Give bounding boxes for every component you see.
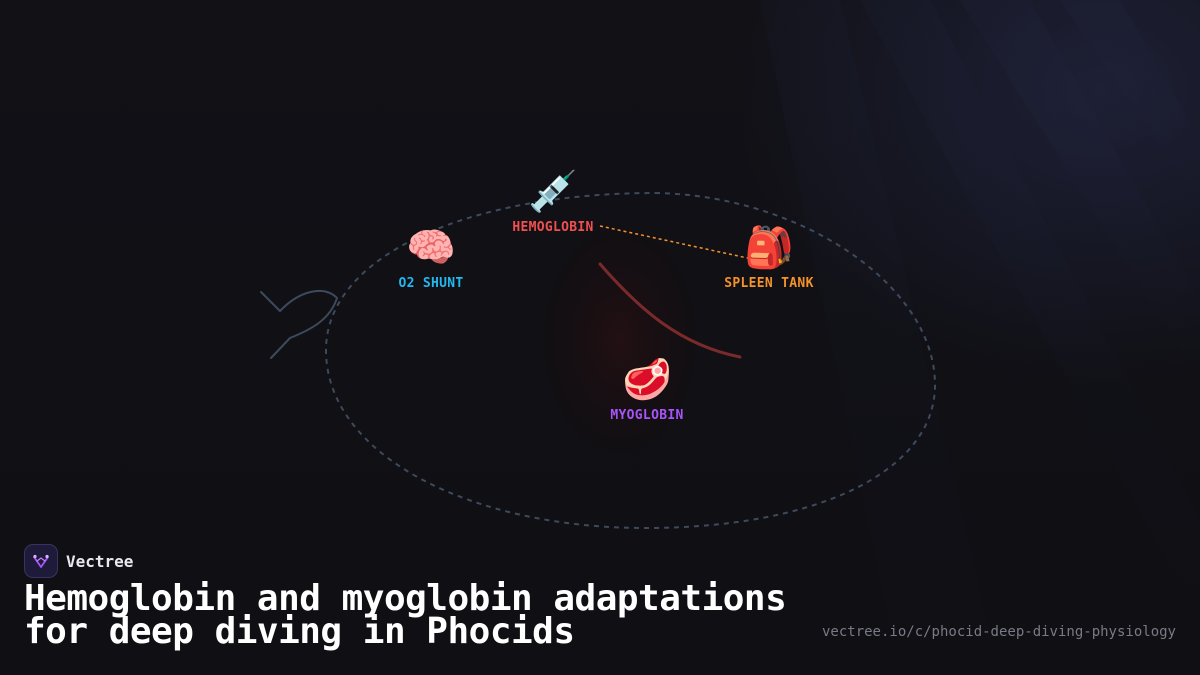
- syringe-icon: 💉: [528, 169, 578, 215]
- orbit-ring: [324, 191, 937, 530]
- node-spleen-tank[interactable]: 🎒 SPLEEN TANK: [724, 224, 813, 291]
- node-label-hemoglobin: HEMOGLOBIN: [512, 220, 594, 235]
- meat-icon: 🥩: [622, 357, 672, 403]
- node-o2-shunt[interactable]: 🧠 O2 SHUNT: [398, 224, 463, 291]
- link-hemoglobin-spleen: [599, 225, 753, 260]
- node-label-o2-shunt: O2 SHUNT: [398, 276, 464, 291]
- flipper-outline: [260, 289, 338, 359]
- node-label-spleen-tank: SPLEEN TANK: [724, 276, 814, 291]
- vectree-logo-icon: [24, 544, 58, 578]
- brand[interactable]: Vectree: [24, 544, 133, 578]
- node-hemoglobin[interactable]: 💉 HEMOGLOBIN: [512, 168, 593, 235]
- node-label-myoglobin: MYOGLOBIN: [610, 408, 684, 423]
- body-silhouette: [544, 228, 696, 452]
- brain-icon: 🧠: [406, 225, 456, 271]
- page-title: Hemoglobin and myoglobin adaptations for…: [24, 578, 787, 652]
- link-hemoglobin-myoglobin: [598, 262, 742, 359]
- brand-name: Vectree: [66, 551, 134, 571]
- backpack-icon: 🎒: [744, 225, 794, 271]
- node-myoglobin[interactable]: 🥩 MYOGLOBIN: [610, 356, 683, 423]
- source-url[interactable]: vectree.io/c/phocid-deep-diving-physiolo…: [821, 624, 1176, 640]
